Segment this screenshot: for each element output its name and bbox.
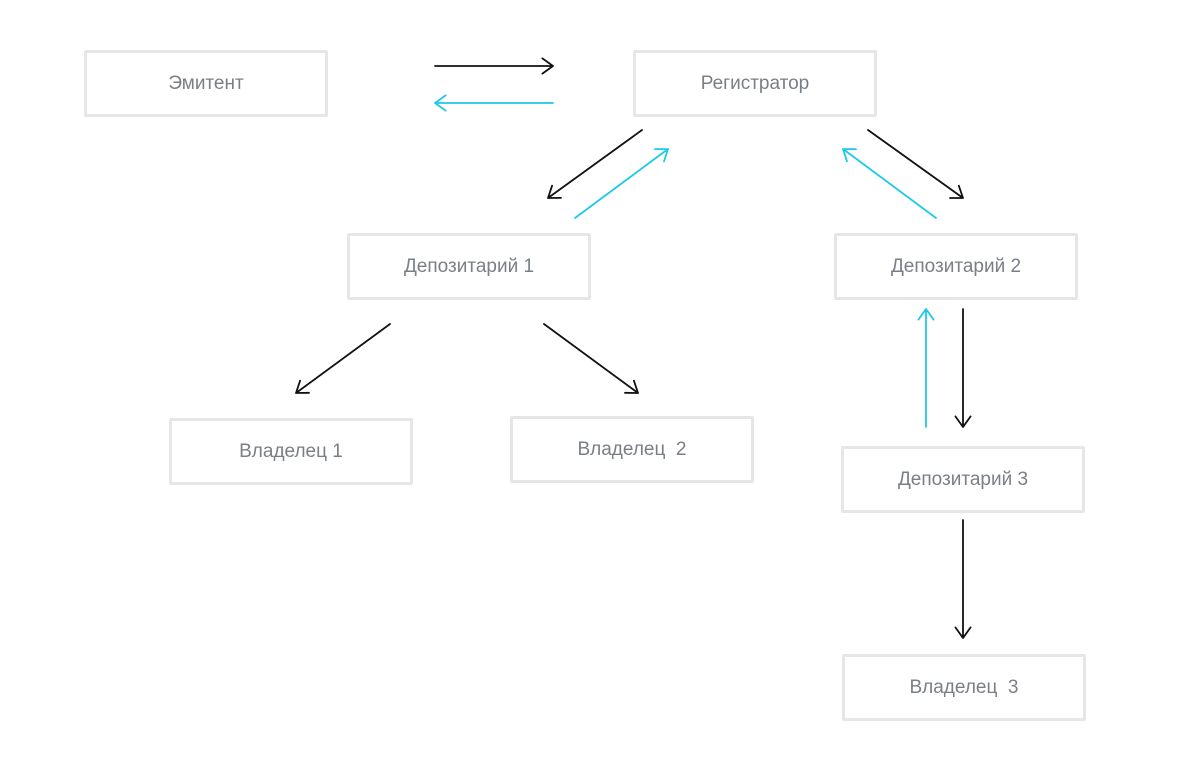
arrow-depository-2-to-depository-3 bbox=[954, 308, 972, 428]
node-issuer: Эмитент bbox=[84, 50, 328, 117]
arrow-registrar-to-issuer bbox=[434, 94, 554, 112]
arrow-depository-3-to-depository-2 bbox=[917, 308, 935, 428]
node-owner-1: Владелец 1 bbox=[169, 418, 413, 485]
node-depository-3-label: Депозитарий 3 bbox=[897, 468, 1029, 490]
node-depository-3: Депозитарий 3 bbox=[841, 446, 1085, 513]
arrow-depository-1-to-owner-1 bbox=[295, 323, 391, 394]
arrow-registrar-to-depository-1 bbox=[547, 129, 643, 199]
arrow-depository-1-to-owner-2 bbox=[543, 323, 639, 394]
node-depository-1-label: Депозитарий 1 bbox=[403, 255, 535, 277]
node-registrar: Регистратор bbox=[633, 50, 877, 117]
node-depository-1: Депозитарий 1 bbox=[347, 233, 591, 300]
node-owner-2-label: Владелец 2 bbox=[577, 438, 687, 460]
node-owner-3: Владелец 3 bbox=[842, 654, 1086, 721]
arrow-registrar-to-depository-2 bbox=[867, 129, 964, 199]
node-owner-1-label: Владелец 1 bbox=[239, 440, 343, 462]
node-issuer-label: Эмитент bbox=[168, 72, 244, 94]
arrow-issuer-to-registrar bbox=[434, 57, 554, 75]
arrow-depository-2-to-registrar bbox=[842, 148, 937, 219]
node-registrar-label: Регистратор bbox=[700, 72, 810, 94]
node-depository-2-label: Депозитарий 2 bbox=[890, 255, 1022, 277]
arrow-depository-3-to-owner-3 bbox=[954, 519, 972, 639]
arrow-depository-1-to-registrar bbox=[574, 148, 669, 219]
node-owner-2: Владелец 2 bbox=[510, 416, 754, 483]
node-owner-3-label: Владелец 3 bbox=[909, 676, 1019, 698]
node-depository-2: Депозитарий 2 bbox=[834, 233, 1078, 300]
